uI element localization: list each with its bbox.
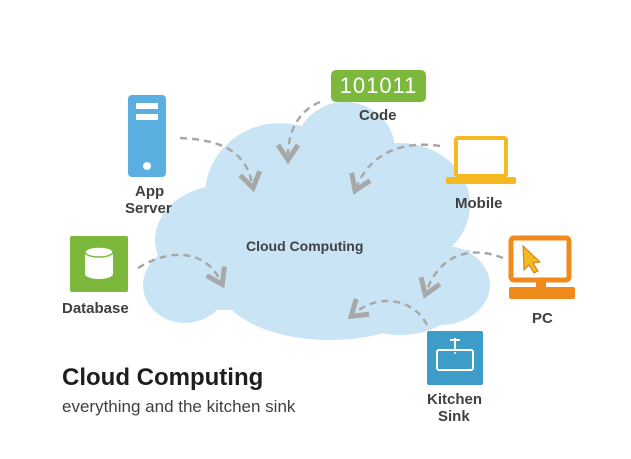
server-icon [128,95,166,177]
arrow-app-server [179,136,263,193]
code-badge: 101011 [331,70,426,102]
cloud-shape [143,102,490,340]
code-label: Code [359,107,397,124]
mobile-label: Mobile [455,195,503,212]
cloud-center-label: Cloud Computing [246,238,364,254]
arrow-mobile [349,143,441,195]
laptop-icon [446,136,516,184]
app-server-label-line1: App [135,183,165,200]
arrow-kitchen-sink [347,298,429,326]
database-label: Database [62,300,129,317]
arrow-database [137,253,227,289]
diagram-subtitle: everything and the kitchen sink [62,397,296,416]
desktop-computer-icon [508,235,575,299]
pc-label: PC [532,310,553,327]
diagram-title: Cloud Computing [62,364,264,391]
kitchen-sink-label-line2: Sink [438,408,470,425]
app-server-label-line2: Server [125,200,172,217]
arrow-code [275,100,321,165]
database-icon [70,236,128,292]
sink-icon [427,331,483,385]
kitchen-sink-label-line1: Kitchen [427,391,483,408]
